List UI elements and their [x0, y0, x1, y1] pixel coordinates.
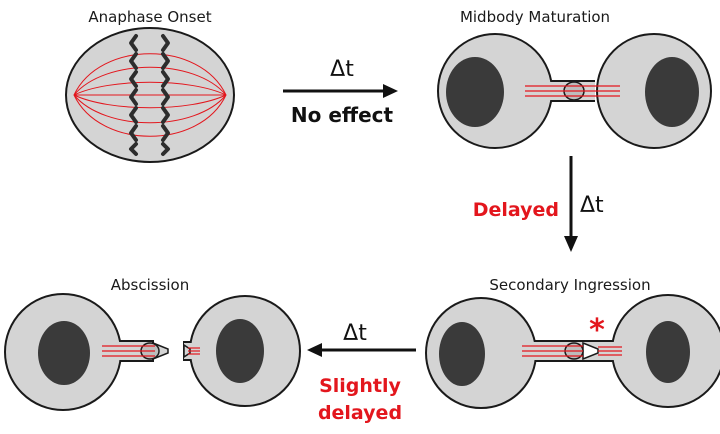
spindle-microtubules	[73, 53, 227, 137]
nucleus	[646, 321, 690, 383]
delta-t-3: Δt	[343, 321, 367, 346]
nucleus	[645, 57, 699, 127]
effect-delayed-2: delayed	[318, 402, 402, 424]
marker-asterisk: *	[589, 313, 605, 348]
nucleus	[38, 321, 90, 385]
label-anaphase-onset: Anaphase Onset	[88, 8, 211, 26]
delta-t-2: Δt	[580, 193, 604, 218]
label-secondary-ingression: Secondary Ingression	[489, 276, 650, 294]
transition-3: Δt Slightly delayed	[307, 321, 416, 424]
transition-1: Δt No effect	[283, 57, 398, 127]
effect-delayed: Delayed	[473, 199, 559, 221]
effect-no-effect: No effect	[291, 103, 394, 127]
chromosomes	[129, 34, 170, 156]
secondary-ingression-cells	[425, 294, 720, 409]
midbody-maturation-cells	[437, 33, 712, 149]
arrow-right-icon	[383, 84, 398, 98]
transition-2: Delayed Δt	[473, 156, 604, 252]
abscission-cells	[4, 293, 301, 411]
nucleus	[439, 322, 485, 386]
nucleus	[216, 319, 264, 383]
nucleus	[446, 57, 504, 127]
arrow-left-icon	[307, 343, 322, 357]
arrow-down-icon	[564, 236, 578, 252]
effect-slightly: Slightly	[319, 375, 401, 397]
label-midbody-maturation: Midbody Maturation	[460, 8, 610, 26]
label-abscission: Abscission	[111, 276, 190, 294]
anaphase-cell	[65, 27, 235, 163]
delta-t-1: Δt	[330, 57, 354, 82]
